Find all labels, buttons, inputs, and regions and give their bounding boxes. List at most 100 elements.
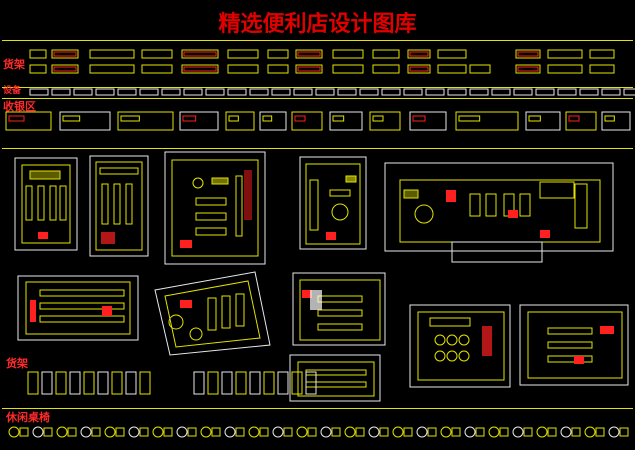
- shelf-icon: [235, 371, 247, 395]
- leisure-chair: [475, 427, 485, 437]
- shelf-block: [29, 49, 47, 59]
- equipment-block: [161, 88, 181, 96]
- equipment-block: [205, 88, 225, 96]
- cashier-counter: [5, 111, 52, 131]
- equipment-block: [359, 88, 379, 96]
- cashier-detail: [62, 115, 81, 122]
- cashier-counter: [369, 111, 401, 131]
- leisure-table: [608, 426, 620, 438]
- leisure-furniture-row: [8, 426, 629, 438]
- shelf-block: [141, 49, 173, 59]
- shelf-accent: [53, 66, 77, 72]
- shelf-block: [89, 49, 135, 59]
- cashier-counter: [329, 111, 363, 131]
- cashier-counter: [117, 111, 174, 131]
- leisure-table: [320, 426, 332, 438]
- cashier-detail: [332, 115, 345, 122]
- shelf-icon: [27, 371, 39, 395]
- leisure-table: [32, 426, 44, 438]
- shelf-accent: [183, 66, 217, 72]
- leisure-table: [80, 426, 92, 438]
- cashier-counter: [525, 111, 561, 131]
- leisure-chair: [499, 427, 509, 437]
- equipment-row: [29, 88, 635, 96]
- floor-plan-9: [289, 354, 381, 402]
- cashier-detail: [228, 115, 239, 122]
- shelf-block: [372, 49, 400, 59]
- cashier-detail: [8, 115, 25, 122]
- shelf-block: [141, 64, 173, 74]
- equipment-block: [271, 88, 291, 96]
- cashier-detail: [294, 115, 306, 122]
- leisure-table: [272, 426, 284, 438]
- shelf-accent: [409, 51, 429, 57]
- shelf-block: [589, 49, 615, 59]
- leisure-chair: [235, 427, 245, 437]
- shelf-block: [181, 49, 219, 59]
- shelf-block: [295, 64, 323, 74]
- page-title: 精选便利店设计图库: [218, 11, 417, 37]
- cashier-detail: [568, 115, 580, 122]
- leisure-chair: [403, 427, 413, 437]
- leisure-chair: [19, 427, 29, 437]
- shelf-icon: [41, 371, 53, 395]
- leisure-table: [128, 426, 140, 438]
- leisure-chair: [163, 427, 173, 437]
- shelf-block: [51, 64, 79, 74]
- leisure-chair: [427, 427, 437, 437]
- shelf-block: [267, 64, 289, 74]
- shelf-block: [515, 64, 541, 74]
- leisure-table: [152, 426, 164, 438]
- leisure-chair: [571, 427, 581, 437]
- shelf-block: [295, 49, 323, 59]
- cashier-detail: [372, 115, 384, 122]
- leisure-chair: [43, 427, 53, 437]
- equipment-block: [381, 88, 401, 96]
- leisure-table: [344, 426, 356, 438]
- cashier-detail: [120, 115, 140, 122]
- cashier-detail: [604, 115, 615, 122]
- leisure-chair: [67, 427, 77, 437]
- shelf-block: [407, 64, 431, 74]
- divider-cashier: [2, 98, 633, 99]
- leisure-table: [488, 426, 500, 438]
- equipment-block: [447, 88, 467, 96]
- cashier-counter: [565, 111, 597, 131]
- equipment-block: [117, 88, 137, 96]
- equipment-block: [51, 88, 71, 96]
- divider-equipment: [2, 87, 633, 88]
- equipment-block: [469, 88, 489, 96]
- leisure-table: [368, 426, 380, 438]
- leisure-table: [464, 426, 476, 438]
- floor-plan-1: [14, 157, 78, 251]
- leisure-chair: [211, 427, 221, 437]
- shelf-block: [437, 64, 467, 74]
- shelf-icon: [277, 371, 289, 395]
- shelf-icon: [139, 371, 151, 395]
- cashier-counter: [455, 111, 519, 131]
- leisure-table: [104, 426, 116, 438]
- cashier-row: [5, 111, 631, 131]
- shelf-block: [89, 64, 135, 74]
- leisure-chair: [619, 427, 629, 437]
- shelf-elevations: [29, 49, 615, 74]
- leisure-table: [512, 426, 524, 438]
- shelf-icon: [263, 371, 275, 395]
- shelf-accent: [517, 51, 539, 57]
- leisure-chair: [355, 427, 365, 437]
- shelf-block: [547, 64, 583, 74]
- cashier-counter: [601, 111, 631, 131]
- cashier-counter: [179, 111, 219, 131]
- cashier-detail: [262, 115, 273, 122]
- leisure-chair: [379, 427, 389, 437]
- shelf-block: [51, 49, 79, 59]
- shelf-block: [589, 64, 615, 74]
- divider-leisure: [2, 408, 633, 409]
- equipment-block: [425, 88, 445, 96]
- equipment-block: [337, 88, 357, 96]
- leisure-chair: [91, 427, 101, 437]
- leisure-chair: [115, 427, 125, 437]
- leisure-table: [8, 426, 20, 438]
- leisure-table: [176, 426, 188, 438]
